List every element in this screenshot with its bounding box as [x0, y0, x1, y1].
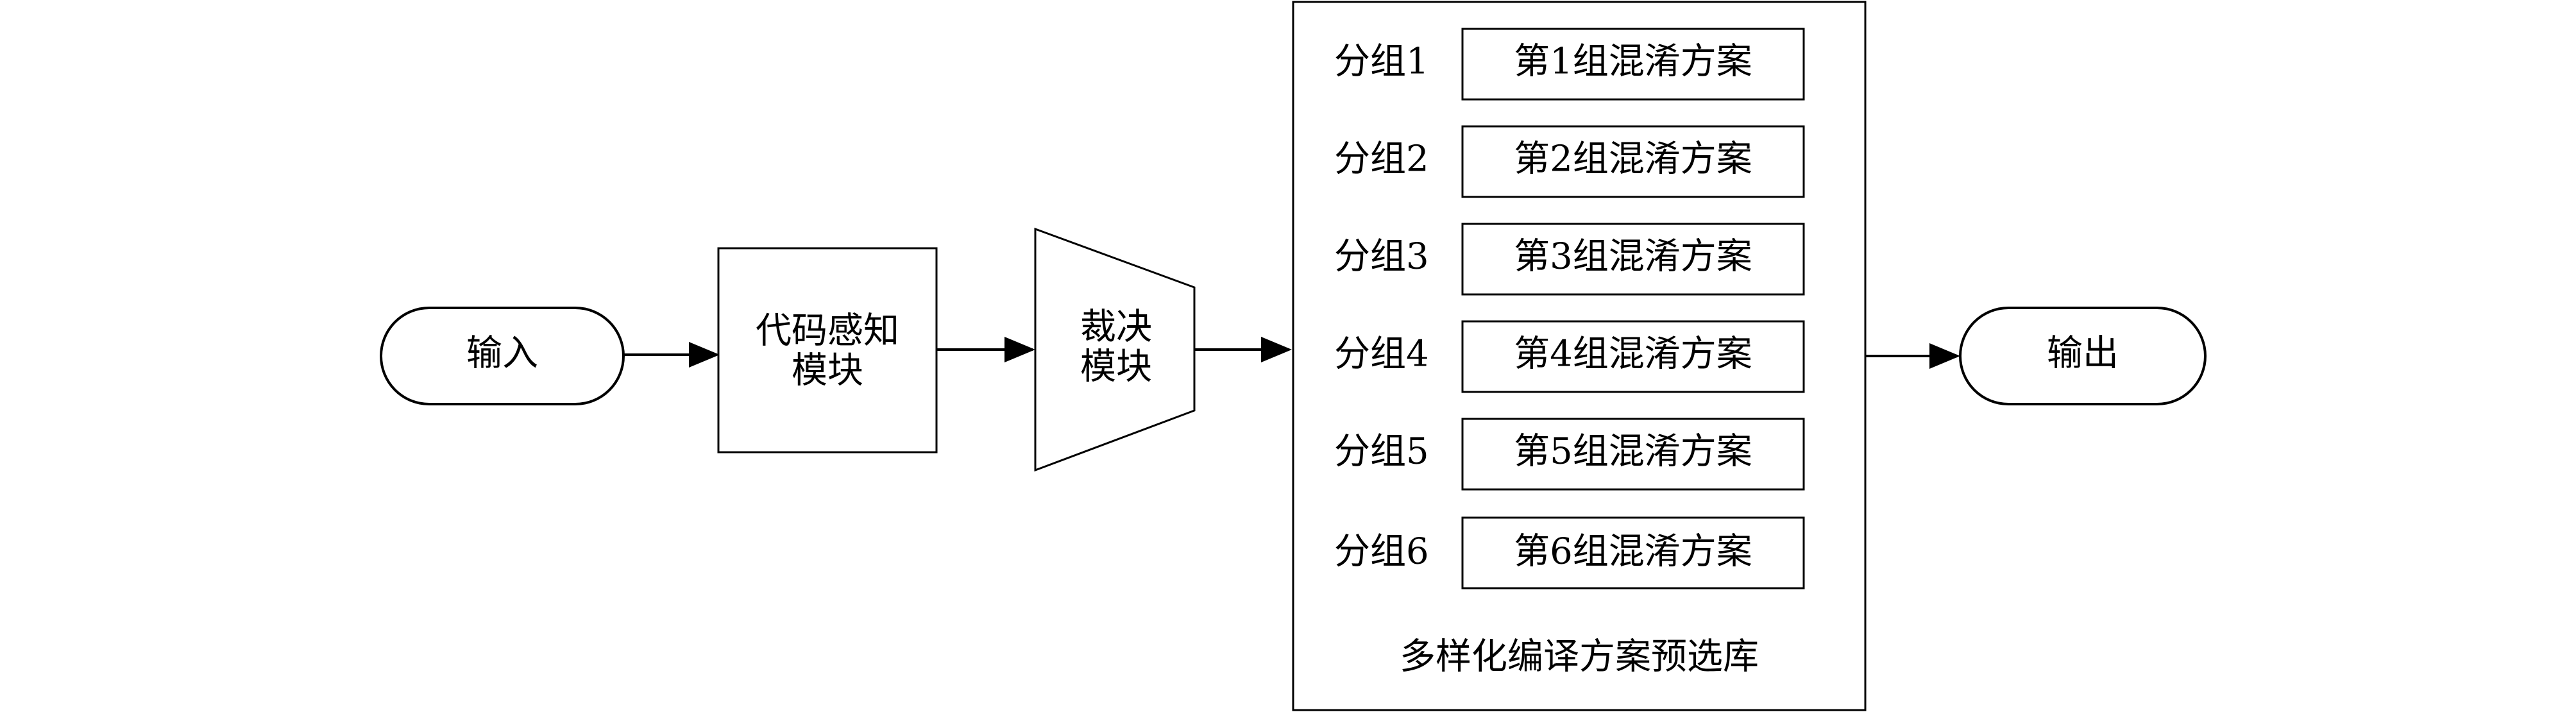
decision-module: 裁决 模块: [1034, 227, 1196, 472]
group-label-5: 分组5: [1334, 431, 1429, 473]
output-terminal-shape: [1959, 307, 2207, 405]
scheme-label-6: 第6组混淆方案: [1514, 531, 1752, 573]
library-group-4: 分组4 第4组混淆方案: [1334, 320, 1805, 393]
library-group-1: 分组1 第1组混淆方案: [1334, 28, 1805, 101]
perception-module-label-line2: 模块: [792, 350, 863, 392]
output-label: 输出: [2047, 333, 2119, 375]
group-label-3: 分组3: [1334, 236, 1429, 278]
decision-module-label-line2: 模块: [1080, 346, 1152, 388]
scheme-box-2: [1461, 125, 1805, 198]
library-group-2: 分组2 第2组混淆方案: [1334, 125, 1805, 198]
group-label-6: 分组6: [1334, 531, 1429, 573]
scheme-label-4: 第4组混淆方案: [1514, 334, 1752, 375]
scheme-box-6: [1461, 516, 1805, 589]
code-perception-module: 代码感知 模块: [717, 247, 938, 453]
scheme-label-5: 第5组混淆方案: [1514, 431, 1752, 473]
input-node: 输入: [380, 307, 625, 405]
scheme-box-3: [1461, 223, 1805, 296]
library-group-5: 分组5 第5组混淆方案: [1334, 418, 1805, 491]
scheme-box-5: [1461, 418, 1805, 491]
group-label-1: 分组1: [1334, 41, 1429, 83]
decision-module-label-line1: 裁决: [1080, 307, 1152, 348]
perception-module-box: [717, 247, 938, 453]
output-node: 输出: [1959, 307, 2207, 405]
group-label-4: 分组4: [1334, 334, 1429, 375]
perception-module-label-line1: 代码感知: [756, 310, 899, 352]
input-label: 输入: [466, 333, 538, 375]
compilation-scheme-library: 分组1 第1组混淆方案 分组2 第2组混淆方案 分组3 第3组混淆方案 分组4 …: [1292, 1, 1867, 711]
scheme-label-2: 第2组混淆方案: [1514, 139, 1752, 180]
scheme-label-3: 第3组混淆方案: [1514, 236, 1752, 278]
scheme-box-1: [1461, 28, 1805, 101]
scheme-label-1: 第1组混淆方案: [1514, 41, 1752, 83]
library-group-3: 分组3 第3组混淆方案: [1334, 223, 1805, 296]
decision-module-trapezoid: [1034, 227, 1196, 472]
library-title: 多样化编译方案预选库: [1400, 636, 1759, 678]
library-group-6: 分组6 第6组混淆方案: [1334, 516, 1805, 589]
group-label-2: 分组2: [1334, 139, 1429, 180]
scheme-box-4: [1461, 320, 1805, 393]
